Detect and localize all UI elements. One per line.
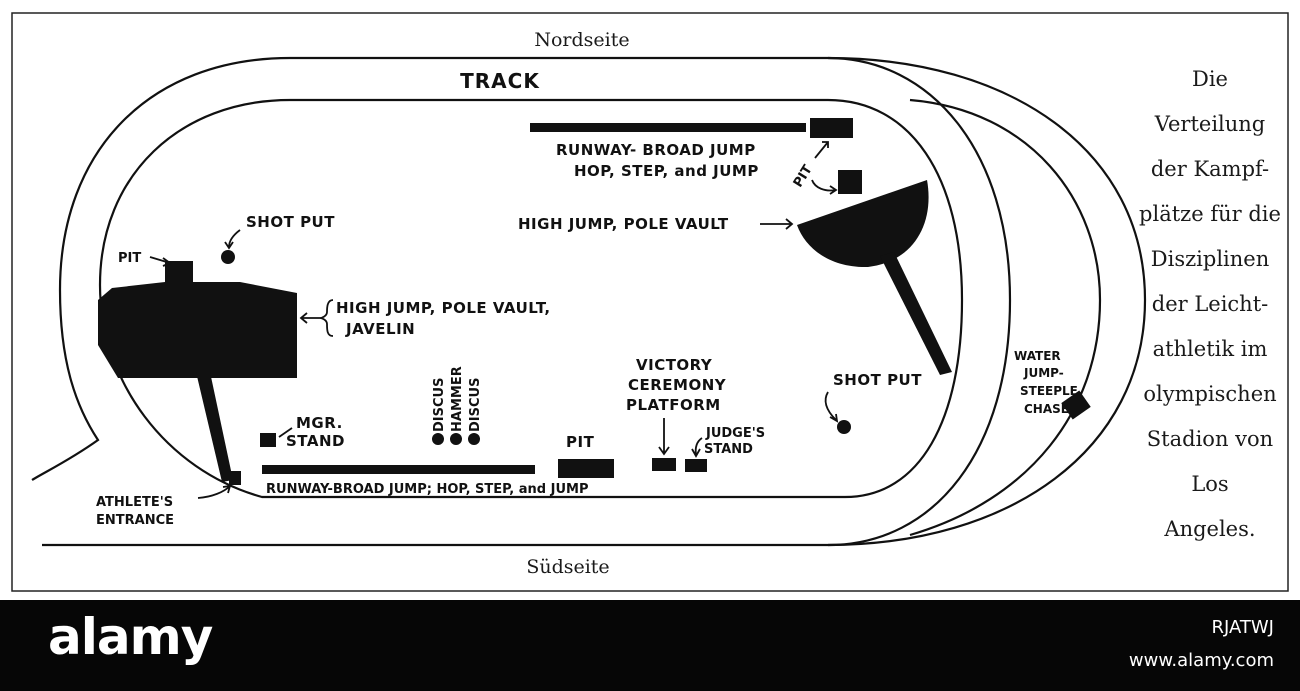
runway-bottom-label: RUNWAY-BROAD JUMP; HOP, STEP, and JUMP (266, 482, 588, 497)
high-jump-left-label-2: JAVELIN (345, 320, 415, 338)
hammer-circle (450, 433, 462, 445)
athletes-entrance-runway (196, 372, 233, 482)
judges-stand-label-1: JUDGE'S (705, 426, 765, 441)
shot-put-right-label: SHOT PUT (833, 371, 922, 389)
caption-line: Los (1191, 472, 1228, 496)
high-jump-left-arrow (299, 312, 320, 324)
runway-top-bar (530, 123, 806, 132)
caption-line: Disziplinen (1151, 247, 1269, 271)
water-jump-label-4: CHASE (1024, 402, 1069, 416)
pit-left-box (165, 261, 193, 289)
high-jump-left-label-1: HIGH JUMP, POLE VAULT, (336, 299, 551, 317)
water-jump-label-3: STEEPLE (1020, 384, 1078, 398)
mgr-stand-arrow (278, 427, 293, 438)
judges-stand-box (685, 459, 707, 472)
victory-label-3: PLATFORM (626, 396, 721, 414)
shot-put-left-arrow (224, 229, 241, 250)
pit-left-label: PIT (118, 251, 141, 266)
pit-top-label: PIT (791, 163, 816, 191)
victory-label-1: VICTORY (636, 356, 713, 374)
steeplechase-inner-loop (909, 98, 1102, 537)
discus-circle-2 (468, 433, 480, 445)
athletes-entrance-arrow (197, 484, 232, 499)
source-url: www.alamy.com (1128, 650, 1274, 671)
high-jump-left-area (98, 282, 297, 378)
track-outer-edge (31, 56, 1012, 547)
pit-top-box (810, 118, 853, 138)
pit-bottom-box (558, 459, 614, 478)
victory-label-2: CEREMONY (628, 376, 727, 394)
pit-left-arrow (149, 256, 172, 267)
pit-right-box (838, 170, 862, 194)
caption-line: der Kampf- (1151, 157, 1269, 181)
discus-circle-1 (432, 433, 444, 445)
shot-put-left-label: SHOT PUT (246, 213, 335, 231)
steeplechase-outer-loop (827, 56, 1147, 547)
caption-line: plätze für die (1139, 202, 1281, 226)
discus-label-2: DISCUS (468, 378, 483, 432)
discus-label-1: DISCUS (432, 378, 447, 432)
judges-stand-arrow (691, 437, 703, 458)
high-jump-right-label: HIGH JUMP, POLE VAULT (518, 215, 729, 233)
caption-line: Angeles. (1163, 517, 1255, 541)
alamy-logo: alamy (48, 608, 213, 666)
shot-put-right-arrow (824, 391, 839, 423)
shot-put-left-circle (221, 250, 235, 264)
high-jump-left-brace (319, 299, 334, 337)
pit-bottom-label: PIT (566, 433, 595, 451)
runway-top-label-1: RUNWAY- BROAD JUMP (556, 141, 756, 159)
mgr-stand-label-2: STAND (286, 432, 345, 450)
high-jump-right-arrow (760, 218, 794, 230)
mgr-stand-label-1: MGR. (296, 414, 343, 432)
water-jump-label-2: JUMP- (1023, 366, 1064, 380)
diagram-border (11, 12, 1289, 592)
pit-right-arrow (811, 179, 838, 195)
water-jump-box (1061, 390, 1091, 420)
athletes-entrance-label-1: ATHLETE'S (96, 495, 173, 510)
shot-put-right-circle (837, 420, 851, 434)
athletes-entrance-box (229, 471, 241, 485)
caption-line: Stadion von (1147, 427, 1273, 451)
caption-line: athletik im (1153, 337, 1268, 361)
runway-top-label-2: HOP, STEP, and JUMP (574, 162, 759, 180)
victory-platform-arrow (658, 418, 670, 456)
hammer-label: HAMMER (450, 366, 465, 432)
pit-top-arrow (814, 141, 829, 159)
south-label: Südseite (526, 556, 609, 578)
mgr-stand-box (260, 433, 276, 447)
north-label: Nordseite (534, 29, 629, 51)
victory-platform-box (652, 458, 676, 471)
high-jump-right-runway (880, 252, 952, 375)
caption-line: Die (1192, 67, 1228, 91)
caption-line: olympischen (1143, 382, 1276, 406)
water-jump-label-1: WATER (1014, 349, 1061, 363)
high-jump-right-area (797, 180, 929, 268)
image-id: RJATWJ (1211, 617, 1274, 638)
runway-bottom-bar (262, 465, 535, 474)
caption-line: Verteilung (1154, 112, 1266, 136)
judges-stand-label-2: STAND (704, 442, 753, 457)
athletes-entrance-label-2: ENTRANCE (96, 513, 174, 528)
watermark-banner: alamy RJATWJ www.alamy.com (0, 600, 1300, 691)
track-label: TRACK (460, 69, 540, 93)
caption-line: der Leicht- (1152, 292, 1269, 316)
